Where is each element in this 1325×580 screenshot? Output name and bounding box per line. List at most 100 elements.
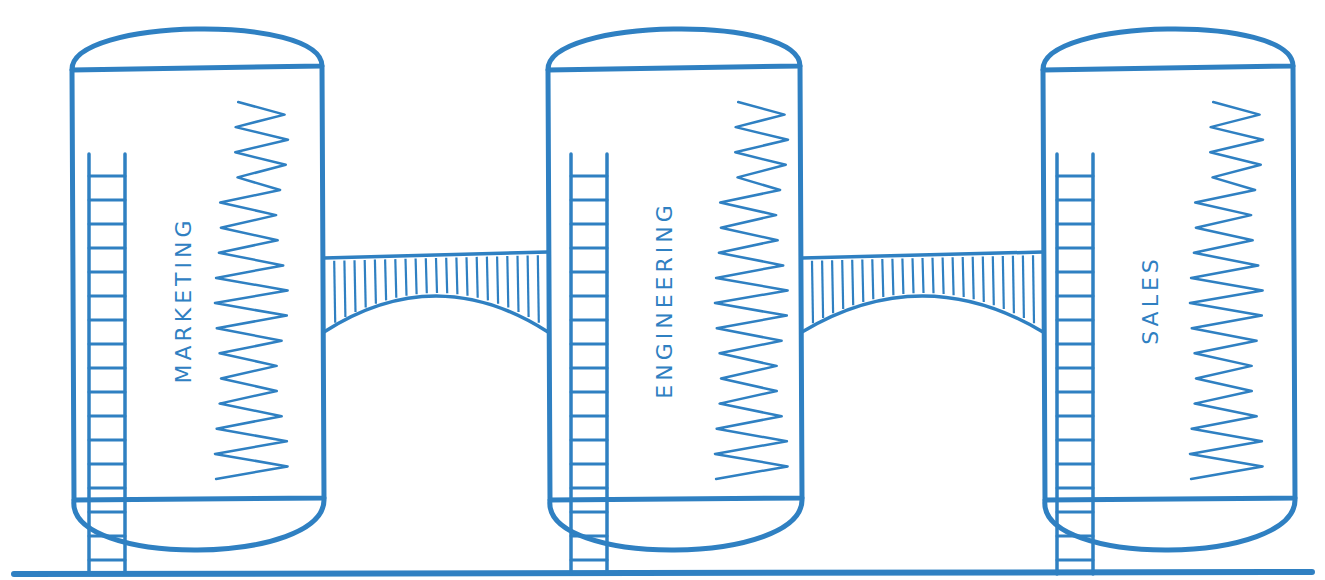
ladder-rung <box>571 199 607 202</box>
bridge-hatch <box>872 259 873 299</box>
ladder-rung <box>571 367 607 370</box>
bridge-hatch <box>436 258 437 293</box>
silo-node: SALES <box>1033 12 1301 572</box>
ladder-rung <box>1057 175 1093 178</box>
bridge-hatch <box>1023 256 1024 319</box>
ladder-rung <box>89 295 125 298</box>
ladder-rung <box>1057 271 1093 274</box>
scribble-hatch <box>715 102 788 479</box>
ladder-rung <box>571 175 607 178</box>
silo-outline <box>1033 12 1301 572</box>
ladder-rung <box>89 463 125 466</box>
bridge-connector <box>802 252 1043 332</box>
ladder-rung <box>571 463 607 466</box>
bridge-hatch <box>497 256 498 303</box>
bridge-hatch <box>344 261 345 318</box>
ladder-rung <box>1057 223 1093 226</box>
ladder-rung <box>571 559 607 562</box>
ladder-rung <box>1057 511 1093 514</box>
bridge-hatch <box>953 257 954 295</box>
silo-dome <box>72 29 322 70</box>
bridge-hatch <box>913 258 914 293</box>
bridge-hatch <box>456 258 457 295</box>
bridge-hatch <box>862 260 863 303</box>
ladder-rung <box>571 415 607 418</box>
bridge-hatch <box>812 261 813 324</box>
ladder-rung <box>1057 367 1093 370</box>
bridge-hatch <box>538 255 539 322</box>
bridge-hatch <box>467 257 468 296</box>
silo-base <box>1045 498 1295 550</box>
bridge-hatch <box>395 259 396 298</box>
silo-label: ENGINEERING <box>654 201 676 398</box>
ladder-rung <box>89 199 125 202</box>
bridge-hatch <box>933 258 934 294</box>
ladder-rung <box>1057 295 1093 298</box>
silo-outline <box>62 12 330 572</box>
bridge-hatch <box>406 259 407 296</box>
bridge-hatch <box>487 257 488 301</box>
ladder-rung <box>89 487 125 490</box>
bridge-hatch <box>832 260 833 313</box>
bridge-hatch <box>923 258 924 293</box>
bridge-hatch <box>528 256 529 318</box>
silo-body <box>1043 66 1295 500</box>
silo-base <box>74 498 324 550</box>
bridge-hatch <box>973 257 974 300</box>
silo-body <box>72 66 324 500</box>
bridge-arch <box>324 296 548 332</box>
silo-base <box>550 498 802 550</box>
ladder-rung <box>89 343 125 346</box>
ladder-rung <box>89 175 125 178</box>
bridge-hatch <box>822 261 823 319</box>
ladder-rung <box>1057 439 1093 442</box>
silo-label: MARKETING <box>173 216 195 383</box>
bridge-deck <box>802 252 1043 258</box>
silo-node: ENGINEERING <box>538 12 808 572</box>
ladder-rung <box>89 415 125 418</box>
scribble-hatch <box>1190 102 1263 479</box>
ladder-rung <box>571 511 607 514</box>
silo-node: MARKETING <box>62 12 330 572</box>
ladder-rung <box>89 535 125 538</box>
ladder-rung <box>1057 535 1093 538</box>
bridge-hatch <box>416 259 417 295</box>
bridge-hatch <box>355 260 356 312</box>
ladder-rung <box>89 511 125 514</box>
bridge-hatch <box>963 257 964 297</box>
ladder-rung <box>571 247 607 250</box>
ladder-rung <box>1057 559 1093 562</box>
ladder-rung <box>89 367 125 370</box>
ladder-rung <box>1057 463 1093 466</box>
bridge-hatch <box>1013 256 1014 313</box>
ladder-rung <box>571 271 607 274</box>
bridge-arch <box>802 296 1043 332</box>
ladder-rung <box>571 319 607 322</box>
bridge-hatch <box>943 258 944 295</box>
bridge-hatch <box>993 256 994 305</box>
ground-line <box>14 572 1312 574</box>
bridge-hatch <box>518 256 519 312</box>
ladder-rung <box>1057 343 1093 346</box>
ladder-rung <box>571 487 607 490</box>
bridge-hatch <box>902 259 903 295</box>
ladder-rung <box>571 535 607 538</box>
ladder-rung <box>89 559 125 562</box>
bridge-hatch <box>983 257 984 303</box>
bridge-hatch <box>426 258 427 293</box>
silo-body <box>548 66 802 500</box>
bridge-hatch <box>446 258 447 294</box>
ladder-rung <box>89 439 125 442</box>
bridge-hatch <box>334 261 335 323</box>
bridge-hatch <box>1033 255 1034 323</box>
bridge-hatch <box>507 256 508 308</box>
ladder-rung <box>571 439 607 442</box>
ladder-rung <box>1057 487 1093 490</box>
ladder-rung <box>89 247 125 250</box>
ladder-rung <box>1057 391 1093 394</box>
silo-dome <box>1043 29 1293 70</box>
bridge-hatch <box>477 257 478 298</box>
bridge-hatch <box>1003 256 1004 309</box>
bridge-hatch <box>882 259 883 297</box>
